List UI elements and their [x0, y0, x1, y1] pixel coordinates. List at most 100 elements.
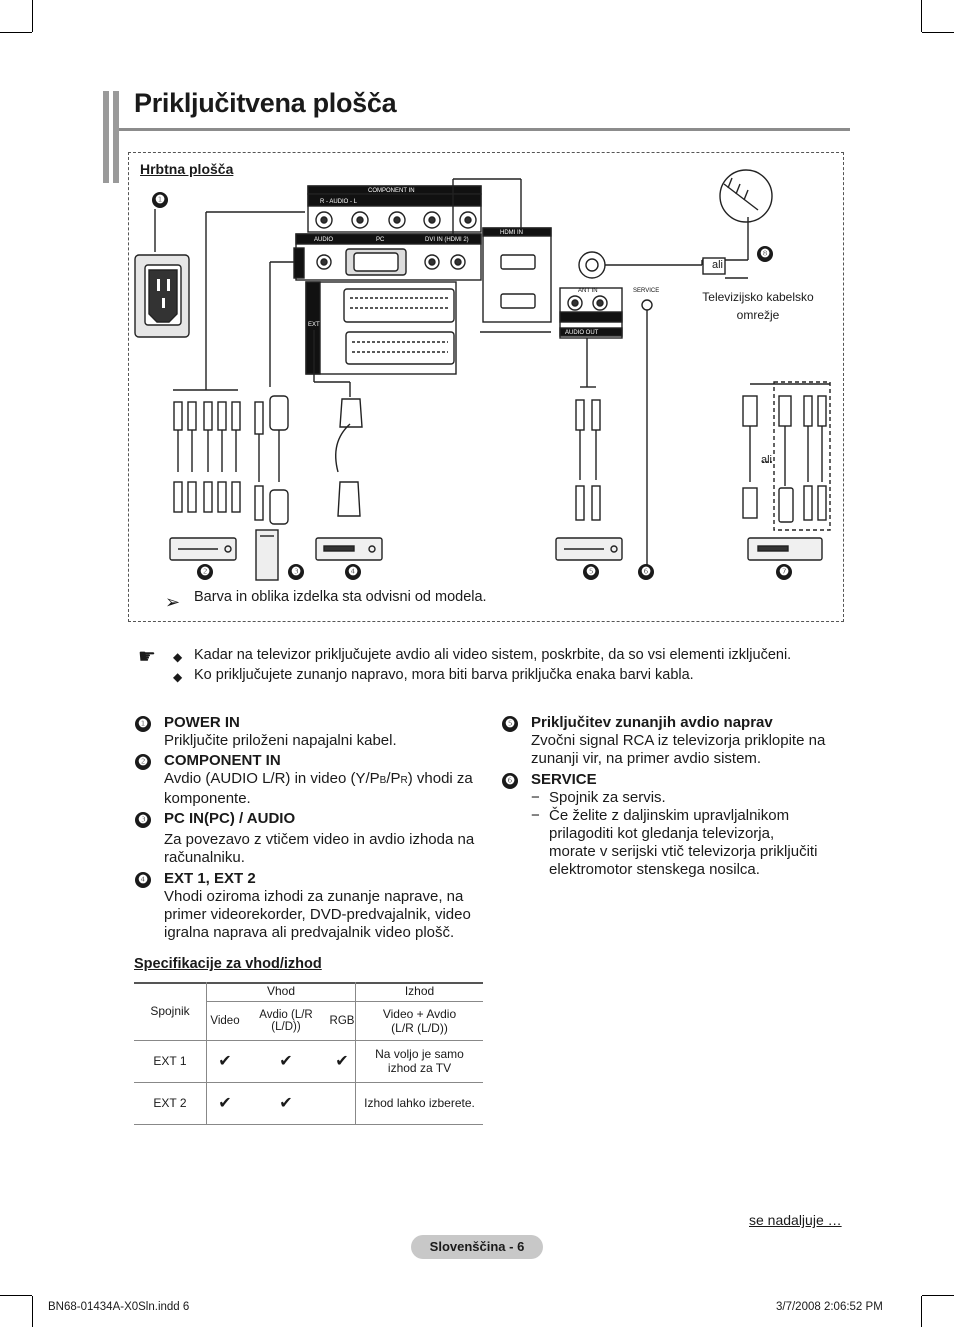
marker-5: ❺ — [583, 564, 599, 580]
item-number: ❻ — [502, 773, 518, 789]
item-text: Vhodi oziroma izhodi za zunanje naprave,… — [164, 888, 464, 905]
panel-label-dvi: DVI IN (HDMI 2) — [425, 237, 469, 243]
item-text: R — [400, 775, 408, 786]
bullet-text: Ko priključujete zunanjo napravo, mora b… — [194, 667, 694, 683]
check-icon: ✔ — [329, 1040, 356, 1083]
antenna-caption-line2: omrežje — [736, 308, 780, 322]
antenna-caption: Televizijsko kabelsko omrežje — [698, 288, 818, 324]
panel-label-audio-out: AUDIO OUT — [565, 330, 599, 336]
item-pc-in: PC IN(PC) / AUDIO Za povezavo z vtičem v… — [164, 810, 494, 867]
table-subheader: Video + Avdio (L/R (L/D)) — [355, 1001, 483, 1041]
dash-icon: − — [531, 789, 540, 806]
print-date: 3/7/2008 2:06:52 PM — [776, 1301, 883, 1313]
item-text: ) vhodi za — [407, 770, 473, 787]
table-row: EXT 2 ✔ ✔ Izhod lahko izberete. — [134, 1082, 483, 1125]
pointing-hand-icon: ☛ — [138, 646, 156, 668]
panel-label-pc: PC — [376, 237, 385, 243]
panel-label-ant-in: ANT IN — [578, 288, 598, 294]
check-icon — [329, 1082, 356, 1125]
item-text: elektromotor stenskega nosilca. — [549, 861, 760, 878]
ali-label: ali — [712, 259, 724, 271]
vcr-device-icon — [169, 537, 237, 561]
diagram-label: Hrbtna plošča — [140, 161, 234, 177]
diamond-bullet-icon: ◆ — [173, 650, 183, 664]
crop-mark — [32, 1296, 33, 1327]
check-icon: ✔ — [243, 1040, 329, 1083]
dash-icon: − — [531, 807, 540, 824]
crop-mark — [922, 1295, 954, 1296]
item-number: ❶ — [135, 716, 151, 732]
panel-label-audio: AUDIO — [314, 237, 333, 243]
spec-title: Specifikacije za vhod/izhod — [134, 956, 322, 972]
table-header-input: Vhod — [206, 982, 356, 1002]
marker-8: ❽ — [757, 246, 773, 262]
table-header-connector: Spojnik — [134, 982, 207, 1041]
table-cell: (L/R (L/D)) — [391, 1020, 448, 1035]
page-title: Priključitvena plošča — [134, 88, 397, 118]
table-subheader: RGB — [329, 1001, 356, 1041]
item-text: Za povezavo z vtičem video in avdio izho… — [164, 831, 475, 848]
panel-label-hdmi: HDMI IN — [500, 230, 523, 236]
panel-label-audio-lr: R - AUDIO - L — [320, 199, 358, 205]
item-text: Spojnik za servis. — [549, 789, 666, 806]
item-number: ❺ — [502, 716, 518, 732]
item-service: SERVICE — [531, 771, 851, 789]
rear-panel-diagram: COMPONENT IN R - AUDIO - L AUDIO PC DVI … — [134, 169, 831, 581]
marker-1: ❶ — [152, 192, 168, 208]
crop-mark — [921, 0, 922, 32]
item-title: Priključitev zunanjih avdio naprav — [531, 714, 773, 731]
shape-note: Barva in oblika izdelka sta odvisni od m… — [194, 589, 487, 605]
antenna-icon — [719, 169, 773, 223]
item-text: komponente. — [164, 790, 251, 807]
table-row: EXT 1 ✔ ✔ ✔ Na voljo je samo izhod za TV — [134, 1040, 483, 1083]
table-cell: EXT 2 — [134, 1082, 207, 1125]
item-title: EXT 1, EXT 2 — [164, 870, 256, 887]
panel-label-component: COMPONENT IN — [368, 188, 415, 194]
item-number: ❹ — [135, 872, 151, 888]
spec-table: Spojnik Vhod Izhod Video Avdio (L/R (L/D… — [134, 982, 483, 1125]
table-cell: Video + Avdio — [382, 1006, 457, 1021]
panel-label-ext: EXT — [308, 322, 320, 328]
marker-3: ❸ — [288, 564, 304, 580]
table-cell: Izhod lahko izberete. — [355, 1082, 483, 1125]
set-top-box-icon — [747, 537, 823, 561]
pc-tower-icon — [255, 529, 279, 581]
ali-label: ali — [761, 454, 773, 466]
item-number: ❷ — [135, 754, 151, 770]
item-power-in: POWER IN Priključite priloženi napajalni… — [164, 714, 494, 750]
item-text: prilagoditi kot gledanja televizorja, — [549, 825, 775, 842]
crop-mark — [0, 1295, 32, 1296]
item-text: primer videorekorder, DVD-predvajalnik, … — [164, 906, 471, 923]
marker-2: ❷ — [197, 564, 213, 580]
item-text: igralna naprava ali predvajalnik video p… — [164, 924, 455, 941]
item-title: PC IN(PC) / AUDIO — [164, 810, 296, 827]
diamond-bullet-icon: ◆ — [173, 670, 183, 684]
marker-4: ❹ — [345, 564, 361, 580]
ext-scart-panel — [305, 281, 457, 375]
crop-mark — [0, 32, 32, 33]
item-text-block: Če želite z daljinskim upravljalnikom pr… — [549, 807, 849, 879]
check-icon: ✔ — [243, 1082, 329, 1125]
crop-mark — [921, 1296, 922, 1327]
component-cable-plugs — [173, 401, 241, 513]
item-text: B — [379, 775, 387, 786]
item-text: Priključite priloženi napajalni kabel. — [164, 732, 397, 749]
service-port-icon — [641, 299, 653, 311]
item-ext: EXT 1, EXT 2 Vhodi oziroma izhodi za zun… — [164, 870, 494, 942]
table-cell: Na voljo je samo izhod za TV — [355, 1040, 483, 1083]
table-cell: Na voljo je samo — [375, 1047, 464, 1061]
check-icon: ✔ — [206, 1040, 243, 1083]
audio-system-icon — [555, 537, 623, 561]
item-title: SERVICE — [531, 771, 597, 788]
panel-label-service: SERVICE — [633, 288, 659, 294]
continued-note: se nadaljuje … — [749, 1212, 842, 1228]
crop-mark — [32, 0, 33, 32]
item-number: ❸ — [135, 812, 151, 828]
ant-in-icon — [578, 251, 606, 279]
table-header-output: Izhod — [355, 982, 483, 1002]
item-text: Avdio (AUDIO L/R) in video (Y/P — [164, 770, 380, 787]
marker-6: ❻ — [638, 564, 654, 580]
page-number-badge: Slovenščina - 6 — [411, 1235, 543, 1259]
table-subheader: Video — [206, 1001, 243, 1041]
crop-mark — [922, 32, 954, 33]
